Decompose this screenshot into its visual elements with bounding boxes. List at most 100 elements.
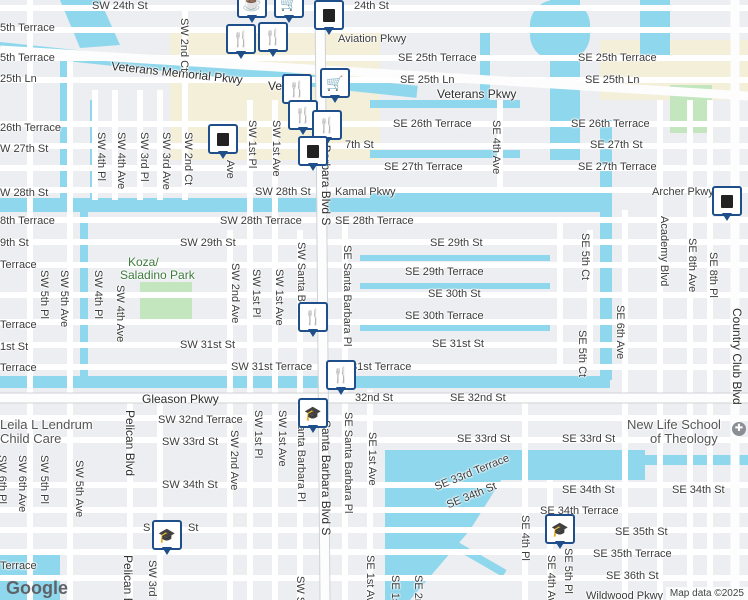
street-label: S xyxy=(143,522,151,534)
street-label: SW 6th Ave xyxy=(16,455,28,513)
restaurant-pin[interactable]: 🍴 xyxy=(258,22,288,58)
street-label: SW 4th Ave xyxy=(115,132,127,190)
street-label: Kamal Pkwy xyxy=(335,186,396,198)
street-label: Terrace xyxy=(0,259,37,271)
restaurant-pin[interactable]: 🍴 xyxy=(298,302,328,338)
cart-pin[interactable]: 🛒 xyxy=(320,68,350,104)
street-label: SW 3rd Pl xyxy=(138,132,150,182)
street-label: SW 1st Ave xyxy=(270,120,282,177)
street-label: SE 34th St xyxy=(562,484,615,496)
street-label: SE 4th Ave xyxy=(545,555,557,600)
street-label: 24th St xyxy=(354,0,389,12)
street-label: SW 2nd Ct xyxy=(182,132,194,186)
street-label: 8th Terrace xyxy=(0,215,55,227)
street-label: SW 32nd Terrace xyxy=(158,414,243,426)
street-label: SE 30th Terrace xyxy=(405,310,484,322)
street-label: SE 1st Ave xyxy=(366,432,378,486)
street-label: SW 24th St xyxy=(92,0,148,12)
shopping-pin[interactable] xyxy=(208,124,238,160)
street-label: 9th St xyxy=(0,237,29,249)
road-label: Gleason Pkwy xyxy=(142,392,219,406)
shopping-bag-icon xyxy=(217,132,229,146)
street-label: SW 5th Ave xyxy=(73,460,85,518)
street-label: 5th Terrace xyxy=(0,22,55,34)
restaurant-pin[interactable]: 🍴 xyxy=(282,74,312,110)
street-label: Academy Blvd xyxy=(658,216,670,287)
street-label: Archer Pkwy xyxy=(652,186,714,198)
restaurant-icon: 🍴 xyxy=(231,31,251,48)
street-label: SE 35th St xyxy=(615,526,668,538)
street-label: SW 1st Pl xyxy=(250,269,262,318)
shopping-pin[interactable] xyxy=(314,0,344,36)
street-label: 25th Ln xyxy=(0,73,37,85)
poi-label[interactable]: Leila L Lendrum xyxy=(0,417,93,432)
place-marker-icon[interactable]: ✚ xyxy=(732,422,746,436)
street-label: SW 3rd xyxy=(146,560,158,597)
graduation-cap-icon: 🎓 xyxy=(158,526,176,543)
shopping-pin[interactable] xyxy=(712,186,742,222)
street-label: SW 28th St xyxy=(255,186,311,198)
street-label: SE 32nd St xyxy=(450,392,506,404)
street-label: SW 5th Ave xyxy=(58,270,70,328)
shopping-pin[interactable] xyxy=(298,136,328,172)
street-label: SE 26th Terrace xyxy=(571,118,650,130)
graduation-cap-icon: 🎓 xyxy=(304,404,322,421)
street-label: SE 33rd St xyxy=(457,433,511,445)
road-label: Pelican B xyxy=(121,555,135,600)
road-label: Santa Barbara Blvd S xyxy=(319,420,333,536)
poi-label[interactable]: New Life School xyxy=(627,417,721,432)
street-label: SE 5th Pl xyxy=(562,548,574,594)
google-logo[interactable]: Google xyxy=(6,578,68,598)
street-label: SE 29th St xyxy=(430,237,483,249)
street-label: SW 5th Pl xyxy=(38,270,50,319)
street-label: SW 29th St xyxy=(180,237,236,249)
street-label: 7th St xyxy=(345,139,374,151)
street-label: SE 1st Av xyxy=(364,555,376,600)
restaurant-icon: 🍴 xyxy=(287,81,307,98)
street-label: SE 25th Terrace xyxy=(398,52,477,64)
shopping-bag-icon xyxy=(307,144,319,158)
street-label: 31st Terrace xyxy=(351,361,412,373)
street-label: SE 27th Terrace xyxy=(384,161,463,173)
street-label: SW 2nd Ave xyxy=(228,430,240,491)
restaurant-icon: 🍴 xyxy=(331,367,351,384)
poi-label[interactable]: of Theology xyxy=(650,431,718,446)
shopping-bag-icon xyxy=(323,8,335,22)
park-label[interactable]: Saladino Park xyxy=(120,268,195,282)
coffee-pin[interactable]: ☕ xyxy=(237,0,267,24)
street-label: SW 3rd Ave xyxy=(160,132,172,190)
street-label: SW 28th Terrace xyxy=(220,215,302,227)
street-label: SE 5th Ct xyxy=(576,330,588,378)
school-pin[interactable]: 🎓 xyxy=(298,398,328,434)
street-label: Ave xyxy=(224,160,236,179)
park-label[interactable]: Koza/ xyxy=(128,255,159,269)
road-label: Veterans Pkwy xyxy=(437,87,517,101)
street-label: SE 30th St xyxy=(428,288,481,300)
restaurant-pin[interactable]: 🍴 xyxy=(226,24,256,60)
restaurant-pin[interactable]: 🍴 xyxy=(326,360,356,396)
street-label: SW 1st Pl xyxy=(252,410,264,459)
street-label: SW 1st Pl xyxy=(246,120,258,169)
school-pin[interactable]: 🎓 xyxy=(152,520,182,556)
street-label: SE 35th Terrace xyxy=(593,548,672,560)
street-label: SW 31st Terrace xyxy=(231,361,313,373)
restaurant-icon: 🍴 xyxy=(293,107,313,124)
street-label: SE Santa Barbara Pl xyxy=(341,245,353,347)
school-pin[interactable]: 🎓 xyxy=(545,514,575,550)
street-label: SE 28th Terrace xyxy=(335,215,414,227)
street-label: Terrace xyxy=(0,362,37,374)
map-attribution[interactable]: Map data ©2025 xyxy=(665,587,748,600)
street-label: SE 29th Terrace xyxy=(405,266,484,278)
street-label: SE 33rd St xyxy=(562,433,616,445)
street-label: SE 5th Ct xyxy=(579,233,591,281)
street-label: SE Santa Barbara Pl xyxy=(342,412,354,514)
street-label: Terrace xyxy=(0,319,37,331)
poi-label[interactable]: Child Care xyxy=(0,431,62,446)
street-label: SW 2nd Ave xyxy=(229,263,241,324)
street-label: SE 1st Pl xyxy=(389,575,401,600)
cart-pin[interactable]: 🛒 xyxy=(274,0,304,24)
street-label: SW 4th Pl xyxy=(95,132,107,181)
street-label: SE 4th Pl xyxy=(519,515,531,561)
